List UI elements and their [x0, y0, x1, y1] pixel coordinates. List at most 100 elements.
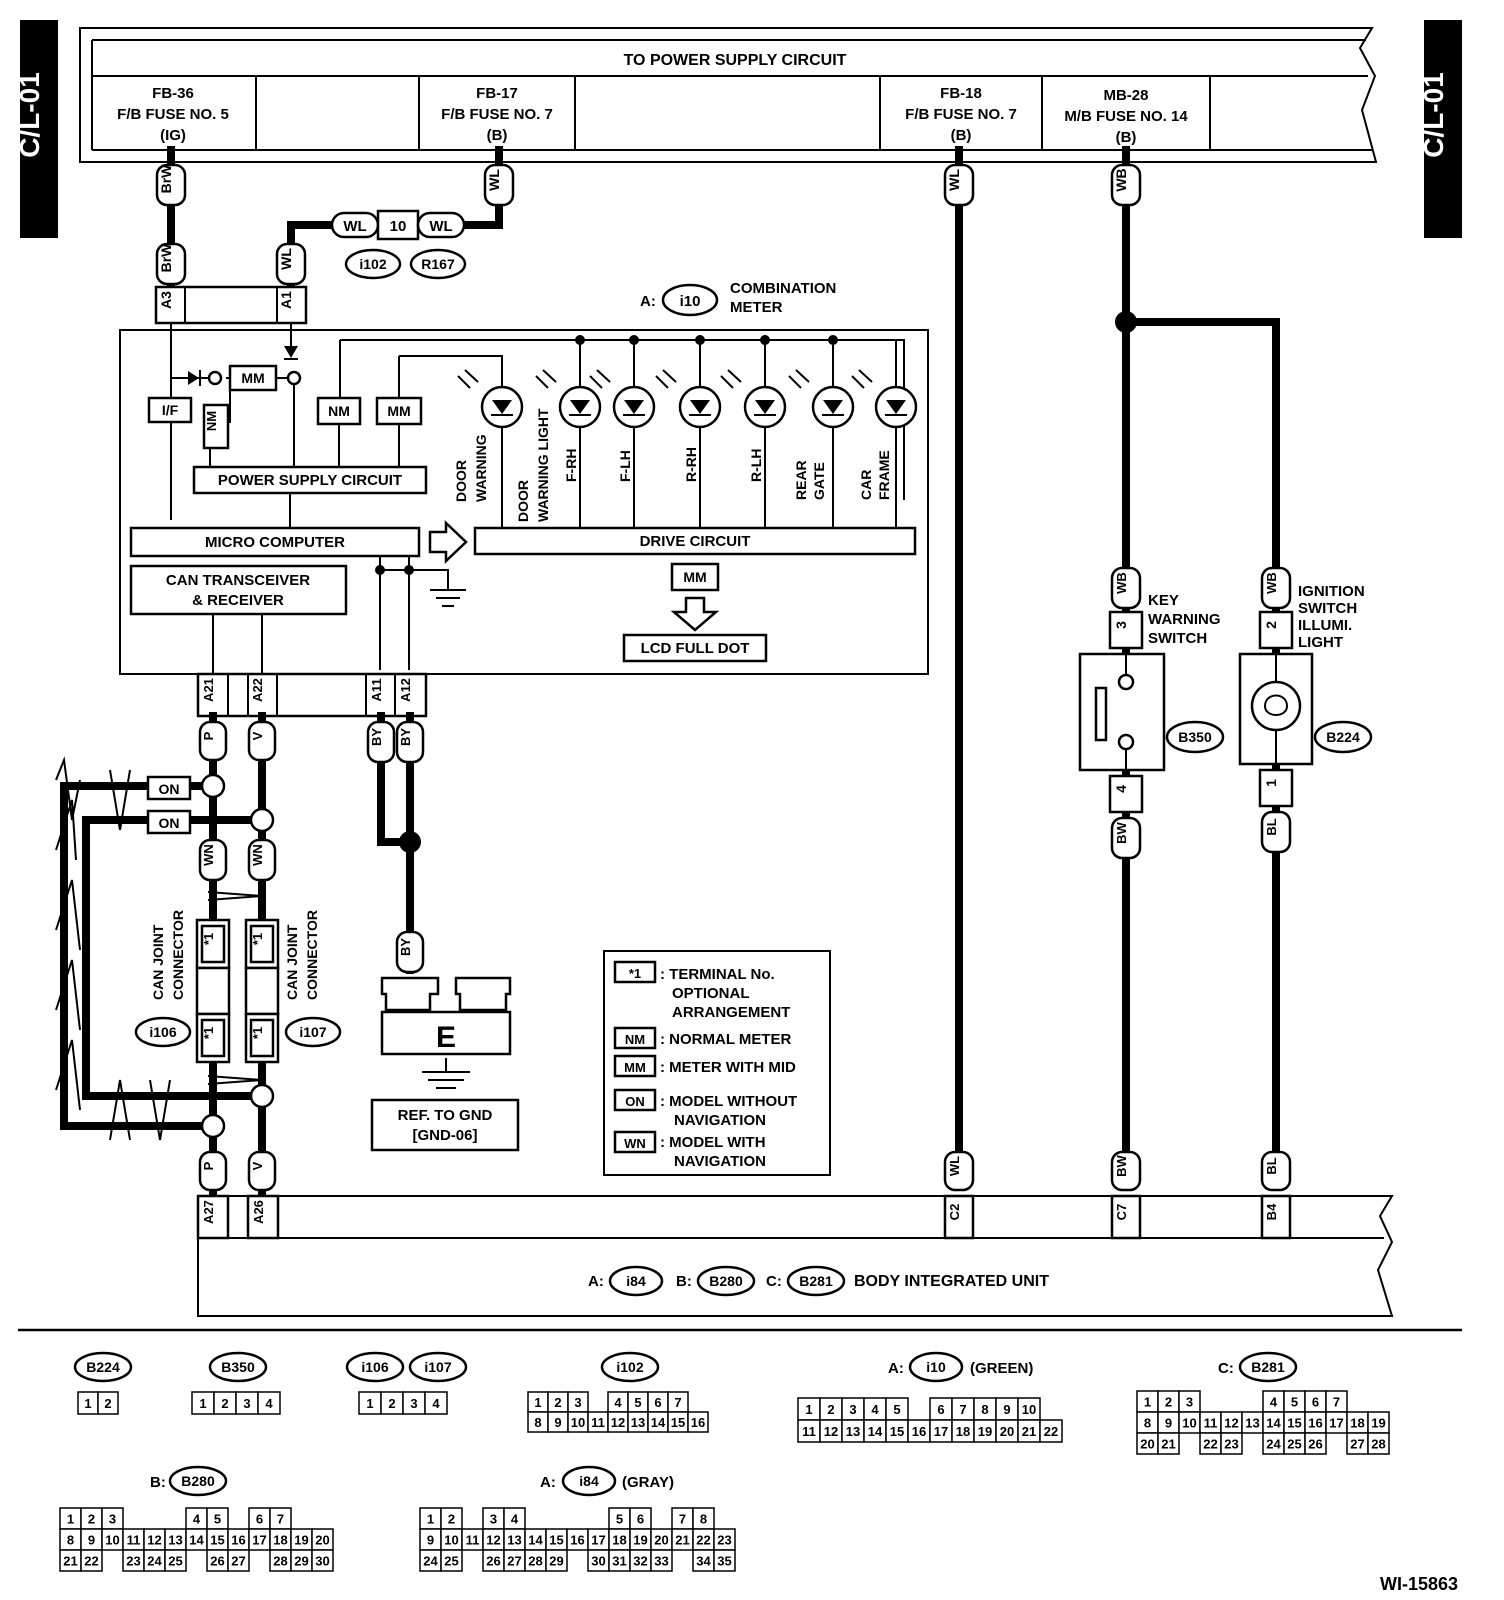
pin-cell	[1220, 1432, 1243, 1455]
pin-number: 35	[717, 1554, 731, 1569]
fuse-fb36: FB-36 F/B FUSE NO. 5 (IG)	[117, 85, 229, 144]
svg-text:C7: C7	[1114, 1204, 1129, 1221]
pin-number: 1	[1144, 1395, 1151, 1410]
pin-number: 3	[574, 1395, 581, 1410]
pin-number: 20	[1000, 1424, 1014, 1439]
svg-text:CAN JOINT: CAN JOINT	[150, 924, 166, 1000]
pin-number: 23	[717, 1533, 731, 1548]
combination-meter: I/F MM NM NM MM POWER SUPPLY CIRCUIT MIC…	[119, 323, 929, 680]
pin-number: 8	[700, 1512, 707, 1527]
svg-text:WARNING: WARNING	[473, 434, 489, 502]
svg-text:*1: *1	[250, 933, 265, 945]
svg-text:BY: BY	[398, 728, 413, 746]
svg-text:(IG): (IG)	[160, 127, 186, 144]
pin-number: 33	[654, 1554, 668, 1569]
connector-view-tags: B224 B350 i106 i107 i102 A: i10 (GREEN) …	[73, 1351, 1298, 1497]
pin-number: 17	[934, 1424, 948, 1439]
pin-number: 16	[912, 1424, 926, 1439]
pin-number: 14	[1266, 1416, 1281, 1431]
svg-text:: NORMAL METER: : NORMAL METER	[660, 1031, 792, 1048]
svg-text:V: V	[250, 1161, 265, 1170]
if-label: I/F	[162, 402, 179, 418]
svg-text:DOOR: DOOR	[515, 480, 531, 522]
svg-text:CAN JOINT: CAN JOINT	[284, 924, 300, 1000]
svg-text:*1: *1	[201, 1027, 216, 1039]
wire-label-brw-meter: BrW	[155, 242, 187, 286]
pin-number: 13	[846, 1424, 860, 1439]
pin-number: 5	[634, 1395, 641, 1410]
pin-cell	[424, 1391, 448, 1415]
pin-number: 11	[1204, 1416, 1218, 1431]
pin-number: 18	[273, 1533, 287, 1548]
pin-number: 7	[277, 1512, 284, 1527]
pin-number: 15	[1287, 1416, 1301, 1431]
pin-number: 22	[696, 1533, 710, 1548]
pin-number: 10	[571, 1415, 585, 1430]
svg-text:BODY INTEGRATED UNIT: BODY INTEGRATED UNIT	[854, 1273, 1049, 1290]
pin-number: 11	[591, 1415, 605, 1430]
pin-number: 13	[631, 1415, 645, 1430]
svg-text:B280: B280	[181, 1473, 215, 1489]
pin-number: 3	[849, 1402, 856, 1417]
svg-text:NM: NM	[625, 1032, 645, 1047]
pin-number: 18	[612, 1533, 626, 1548]
svg-text:REAR: REAR	[793, 460, 809, 500]
svg-text:FRAME: FRAME	[876, 450, 892, 500]
joint-connector-10: WL 10 WL	[330, 209, 466, 241]
wire-label-brw-top: BrW	[155, 163, 187, 207]
pin-number: 28	[1371, 1437, 1385, 1452]
pin-cell	[80, 1549, 103, 1572]
pin-number: 30	[315, 1554, 329, 1569]
fuse-fb18: FB-18 F/B FUSE NO. 7 (B)	[905, 85, 1017, 144]
pin-number: 17	[252, 1533, 266, 1548]
pin-number: 1	[199, 1396, 206, 1411]
svg-text:*1: *1	[250, 1027, 265, 1039]
pin-number: 14	[528, 1533, 543, 1548]
pin-number: 1	[366, 1396, 373, 1411]
pin-number: 10	[1182, 1416, 1196, 1431]
lamp-r-lh	[720, 335, 787, 528]
pin-number: 3	[243, 1396, 250, 1411]
svg-text:4: 4	[1113, 785, 1129, 793]
pin-number: 5	[893, 1402, 900, 1417]
lamp-rear-gate	[788, 335, 855, 528]
fuse-mb28: MB-28 M/B FUSE NO. 14 (B)	[1064, 87, 1188, 146]
meter-lamps: DOOR WARNING LIGHT F-RH F-LH R-RH R-LH R…	[457, 335, 918, 528]
pin-number: 27	[1350, 1437, 1364, 1452]
svg-text:B:: B:	[150, 1474, 166, 1491]
pin-number: 24	[1266, 1437, 1281, 1452]
pin-cell	[687, 1411, 709, 1433]
pin-number: 31	[612, 1554, 626, 1569]
pin-number: 19	[1371, 1416, 1385, 1431]
svg-text:IGNITION: IGNITION	[1298, 583, 1365, 600]
svg-text:BW: BW	[1114, 821, 1129, 843]
svg-text:BrW: BrW	[158, 164, 174, 194]
svg-text:WARNING: WARNING	[1148, 611, 1221, 628]
svg-text:CAR: CAR	[858, 470, 874, 500]
svg-text:(B): (B)	[1116, 129, 1137, 146]
svg-text:A3: A3	[158, 291, 174, 309]
svg-text:LCD FULL DOT: LCD FULL DOT	[641, 640, 750, 657]
svg-text:A:: A:	[640, 293, 656, 310]
pin-number: 24	[423, 1554, 438, 1569]
pin-number: 8	[534, 1415, 541, 1430]
svg-text:*1: *1	[201, 933, 216, 945]
pin-number: 3	[490, 1512, 497, 1527]
svg-text:NM: NM	[328, 403, 350, 419]
pin-cell	[1157, 1432, 1180, 1455]
svg-text:MM: MM	[683, 569, 706, 585]
pin-number: 2	[221, 1396, 228, 1411]
svg-text:CAN TRANSCEIVER: CAN TRANSCEIVER	[166, 572, 310, 589]
svg-text:1: 1	[1263, 779, 1279, 787]
pin-cell	[97, 1391, 119, 1415]
svg-text:FB-18: FB-18	[940, 85, 982, 102]
pin-number: 14	[651, 1415, 666, 1430]
svg-text:P: P	[201, 731, 216, 740]
svg-text:WL: WL	[946, 169, 962, 191]
svg-text:A11: A11	[369, 678, 384, 701]
svg-text:BL: BL	[1264, 1157, 1279, 1174]
svg-text:(B): (B)	[951, 127, 972, 144]
